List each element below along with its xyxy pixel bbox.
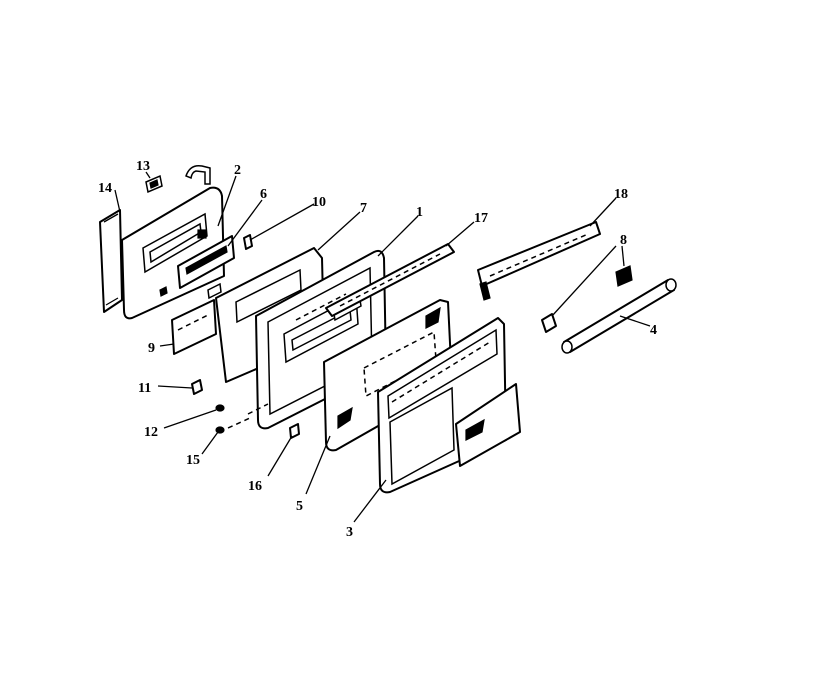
part-4-rod xyxy=(561,278,677,354)
leader-8b xyxy=(551,245,617,317)
callout-8: 8 xyxy=(620,233,627,248)
leader-11 xyxy=(157,385,193,389)
callout-3: 3 xyxy=(346,525,353,540)
leader-17 xyxy=(445,221,475,247)
callout-13: 13 xyxy=(136,159,150,174)
part-2-outer-door-frame xyxy=(121,186,225,320)
leader-16 xyxy=(267,435,293,477)
part-16-spacer xyxy=(289,423,300,439)
leader-1 xyxy=(377,215,419,257)
callout-10: 10 xyxy=(312,195,326,210)
callout-11: 11 xyxy=(138,381,151,396)
leader-10 xyxy=(249,203,315,241)
leader-6 xyxy=(227,199,263,247)
leader-12 xyxy=(163,409,217,429)
part-14-side-trim xyxy=(99,209,123,313)
leader-7 xyxy=(317,211,361,251)
part-5-door-liner xyxy=(323,299,453,452)
leader-13 xyxy=(145,171,151,179)
callout-15: 15 xyxy=(186,453,200,468)
part-10-pin xyxy=(243,234,253,250)
callout-4: 4 xyxy=(650,323,657,338)
leader-9 xyxy=(159,343,175,347)
callout-6: 6 xyxy=(260,187,267,202)
part-12-washer xyxy=(215,404,225,412)
part-8-caps xyxy=(541,265,633,333)
part-18-vent-rail xyxy=(477,221,601,301)
callout-2: 2 xyxy=(234,163,241,178)
part-9-tab xyxy=(207,282,222,300)
door-window-pane xyxy=(455,383,521,467)
part-17-top-rail xyxy=(325,243,455,317)
leader-5 xyxy=(305,435,331,495)
leader-3 xyxy=(353,479,387,523)
part-9-bracket xyxy=(171,299,217,355)
callout-7: 7 xyxy=(360,201,367,216)
callout-9: 9 xyxy=(148,341,155,356)
leader-2 xyxy=(217,175,237,227)
callout-18: 18 xyxy=(614,187,628,202)
handle-hook xyxy=(185,164,211,185)
callout-16: 16 xyxy=(248,479,262,494)
leader-15 xyxy=(201,431,219,455)
callout-1: 1 xyxy=(416,205,423,220)
leader-18 xyxy=(589,197,617,227)
part-13-clip xyxy=(145,174,163,194)
callout-5: 5 xyxy=(296,499,303,514)
callout-14: 14 xyxy=(98,181,112,196)
part-15-nut xyxy=(215,426,225,434)
leader-8a xyxy=(621,245,625,267)
part-11-screw xyxy=(191,379,203,395)
callout-17: 17 xyxy=(474,211,488,226)
leader-14 xyxy=(114,189,121,213)
leader-4 xyxy=(619,315,651,327)
part-6-window-insert xyxy=(177,235,235,289)
callout-12: 12 xyxy=(144,425,158,440)
